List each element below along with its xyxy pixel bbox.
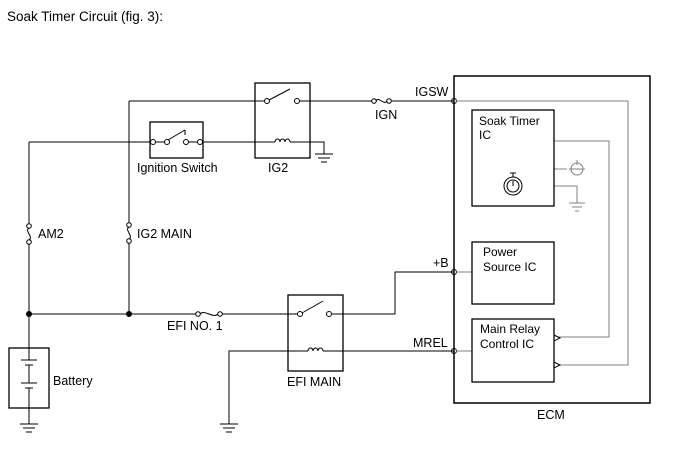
main-relay-ic-label-line1: Main Relay (480, 322, 540, 336)
wiring (28, 100, 454, 424)
am2-fuse-label: AM2 (38, 227, 64, 241)
ig2-main-fuse-label: IG2 MAIN (137, 227, 192, 241)
soak-timer-ic-label-line2: IC (479, 128, 491, 142)
ground-symbol (315, 153, 333, 163)
diagram-title: Soak Timer Circuit (fig. 3): (7, 9, 163, 24)
power-source-ic-label-line2: Source IC (483, 260, 537, 274)
ign-fuse-label: IGN (375, 108, 397, 122)
am2-fuse (26, 223, 32, 245)
ecm-internal-wiring (456, 100, 629, 369)
efi-main-relay-label: EFI MAIN (287, 375, 341, 389)
ground-symbol (20, 423, 38, 433)
igsw-terminal-label: IGSW (415, 85, 449, 99)
ig2-main-fuse (126, 222, 132, 244)
ig2-relay (254, 82, 311, 159)
ground-symbol (220, 423, 238, 433)
battery-symbol (8, 347, 50, 409)
ignition-switch (149, 121, 204, 159)
plus-b-terminal-label: +B (433, 256, 449, 270)
power-source-ic-label-line1: Power (483, 245, 517, 259)
power-source-ic (471, 241, 555, 305)
main-relay-ic-label-line2: Control IC (480, 337, 534, 351)
efi-no1-fuse-label: EFI NO. 1 (167, 319, 223, 333)
main-relay-control-ic (471, 318, 555, 383)
efi-main-relay (287, 294, 344, 372)
battery-label: Battery (53, 374, 93, 388)
soak-timer-ic (471, 109, 555, 207)
efi-no1-fuse (195, 311, 223, 317)
ecm-label: ECM (537, 408, 565, 422)
junction-dots (26, 311, 132, 317)
ignition-switch-label: Ignition Switch (137, 161, 218, 175)
mrel-terminal-label: MREL (413, 336, 448, 350)
soak-timer-ic-label-line1: Soak Timer (479, 114, 540, 128)
ig2-relay-label: IG2 (268, 161, 288, 175)
ign-fuse (371, 98, 392, 104)
